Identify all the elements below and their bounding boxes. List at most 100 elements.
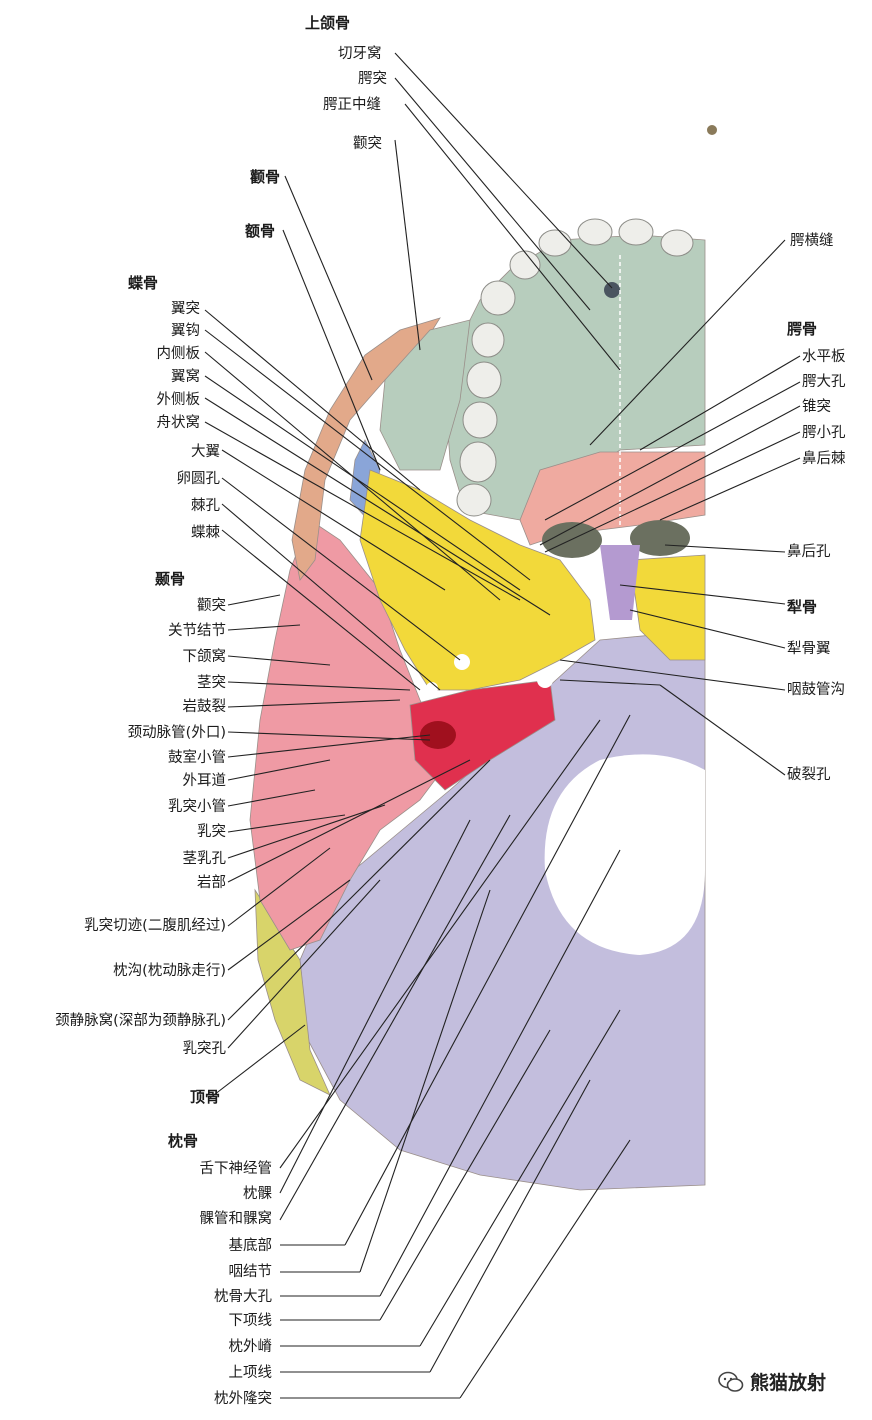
foramen-magnum	[544, 754, 705, 955]
leader-line	[227, 759, 471, 883]
label-palatine: 腭骨	[787, 320, 818, 338]
label-external-occipital-crest: 枕外嵴	[228, 1339, 273, 1355]
tooth	[462, 401, 498, 439]
leader-line	[227, 759, 491, 1021]
label-pharyngotympanic-groove: 咽鼓管沟	[787, 682, 845, 698]
leader-line	[227, 879, 381, 1049]
leader-line	[227, 594, 281, 606]
leader-line	[404, 103, 621, 371]
watermark: 熊猫放射	[718, 1368, 826, 1395]
leader-line	[559, 659, 786, 691]
leader-line	[664, 544, 786, 553]
tooth	[471, 322, 505, 358]
label-transverse-palatine-suture: 腭横缝	[790, 233, 834, 249]
label-median-palatine-suture: 腭正中缝	[323, 97, 381, 113]
label-petrotympanic-fissure: 岩鼓裂	[182, 699, 227, 715]
leader-line	[204, 397, 551, 616]
vomer-bone	[600, 545, 640, 620]
leader-line	[204, 421, 521, 601]
label-articular-tubercle: 关节结节	[168, 623, 226, 639]
label-occipital: 枕骨	[168, 1132, 199, 1150]
stray-dot	[707, 125, 717, 135]
leader-line	[359, 889, 491, 1273]
choana-left	[542, 522, 602, 558]
leader-line	[227, 759, 331, 781]
label-lateral-plate: 外侧板	[156, 392, 201, 408]
leader-line	[394, 139, 421, 351]
leader-line	[394, 77, 591, 311]
leader-line	[227, 681, 411, 691]
leader-line	[279, 819, 471, 1194]
watermark-text: 熊猫放射	[750, 1372, 827, 1394]
label-temporal: 颞骨	[155, 570, 186, 588]
leader-line	[221, 477, 461, 661]
label-occipital-groove: 枕沟(枕动脉走行)	[113, 963, 226, 979]
leader-line	[221, 529, 421, 691]
leader-line	[639, 355, 801, 451]
label-choana: 鼻后孔	[787, 544, 831, 560]
leader-line	[227, 814, 346, 833]
leader-line	[227, 847, 331, 927]
leader-line	[459, 1139, 631, 1399]
leader-line	[279, 719, 601, 1169]
label-foramen-lacerum: 破裂孔	[787, 767, 831, 783]
label-petrous-part: 岩部	[197, 875, 226, 891]
leader-lines	[204, 52, 801, 1399]
leader-line	[659, 457, 801, 521]
label-zygomatic: 颧骨	[250, 168, 281, 186]
label-zygomatic-process-temporal: 颧突	[197, 598, 226, 614]
label-zygomatic-process-maxilla: 颧突	[353, 136, 382, 152]
leader-line	[204, 309, 421, 491]
leader-line	[227, 734, 431, 758]
label-stylomastoid-foramen: 茎乳孔	[182, 851, 227, 867]
leader-line	[227, 655, 331, 666]
label-scaphoid-fossa: 舟状窝	[156, 415, 201, 431]
leader-line	[559, 679, 661, 686]
label-vomer: 犁骨	[787, 598, 818, 616]
leader-line	[419, 1009, 621, 1347]
carotid-canal-hole	[420, 721, 456, 749]
leader-line	[429, 1079, 591, 1373]
wechat-icon	[718, 1371, 744, 1392]
label-pyramidal-process: 锥突	[802, 399, 831, 415]
leader-line	[204, 329, 531, 581]
leader-line	[619, 584, 786, 605]
label-maxilla: 上颌骨	[305, 14, 351, 32]
choana-right	[630, 520, 690, 556]
foramen-spinosum-hole	[426, 682, 438, 694]
tooth	[480, 280, 516, 316]
leader-line	[284, 175, 373, 381]
label-condylar-canal: 髁管和髁窝	[199, 1211, 273, 1227]
tooth	[577, 218, 613, 246]
label-superior-nuchal-line: 上项线	[228, 1365, 273, 1381]
label-frontal: 额骨	[245, 222, 276, 240]
label-mandibular-fossa: 下颌窝	[182, 649, 227, 665]
label-mastoid-process: 乳突	[197, 824, 226, 840]
leader-line	[282, 229, 381, 471]
leader-line	[544, 431, 801, 553]
label-posterior-nasal-spine: 鼻后棘	[802, 451, 846, 467]
leader-line	[544, 381, 801, 521]
label-palatine-process: 腭突	[358, 71, 387, 87]
label-foramen-magnum: 枕骨大孔	[214, 1289, 272, 1305]
teeth	[456, 218, 694, 517]
label-external-acoustic-meatus: 外耳道	[182, 773, 227, 789]
label-horizontal-plate: 水平板	[802, 349, 846, 365]
leader-line	[204, 375, 521, 591]
label-sphenoid-spine: 蝶棘	[191, 525, 220, 541]
leader-line	[227, 624, 301, 631]
leader-line	[227, 789, 316, 807]
label-mastoid-notch: 乳突切迹(二腹肌经过)	[84, 918, 226, 934]
label-mastoid-canaliculus: 乳突小管	[168, 799, 226, 815]
label-parietal: 顶骨	[190, 1088, 221, 1106]
label-incisive-fossa: 切牙窝	[338, 46, 382, 62]
sphenoid-bone-right	[629, 554, 706, 661]
leader-line	[539, 405, 801, 546]
leader-line	[589, 239, 786, 446]
tooth	[618, 218, 654, 246]
label-inferior-nuchal-line: 下项线	[228, 1313, 273, 1329]
label-basilar-part: 基底部	[228, 1238, 273, 1254]
tooth	[538, 229, 572, 257]
